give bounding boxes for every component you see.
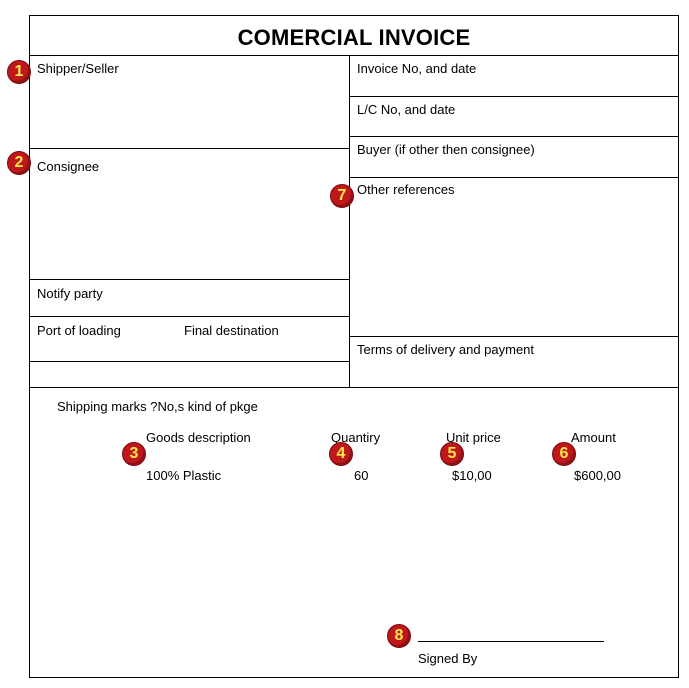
divider-vertical (349, 55, 350, 387)
badge-7: 7 (330, 184, 354, 208)
shipping-marks-label: Shipping marks ?No,s kind of pkge (57, 399, 258, 414)
badge-8: 8 (387, 624, 411, 648)
divider-consignee (29, 279, 349, 280)
badge-5: 5 (440, 442, 464, 466)
divider-shipper (29, 148, 349, 149)
goods-description-value: 100% Plastic (146, 468, 222, 483)
divider-lc (349, 136, 679, 137)
consignee-label: Consignee (37, 159, 100, 174)
badge-1-number: 1 (14, 63, 24, 80)
page-title: COMERCIAL INVOICE (237, 25, 471, 50)
divider-port (29, 361, 349, 362)
invoice-no-label: Invoice No, and date (357, 61, 477, 76)
unit-price-header: Unit price (446, 430, 501, 445)
signature-line (418, 641, 604, 642)
buyer-label: Buyer (if other then consignee) (357, 142, 535, 157)
final-destination-label: Final destination (184, 323, 279, 338)
divider-buyer (349, 177, 679, 178)
shipper-label: Shipper/Seller (37, 61, 119, 76)
other-references-label: Other references (357, 182, 455, 197)
badge-4-number: 4 (336, 445, 346, 462)
divider-invoice (349, 96, 679, 97)
badge-2-number: 2 (14, 154, 24, 171)
lc-no-label: L/C No, and date (357, 102, 456, 117)
quantity-header: Quantiry (331, 430, 381, 445)
badge-2: 2 (7, 151, 31, 175)
terms-label: Terms of delivery and payment (357, 342, 535, 357)
badge-6-number: 6 (559, 445, 569, 462)
port-of-loading-label: Port of loading (37, 323, 121, 338)
divider-other-refs (349, 336, 679, 337)
badge-4: 4 (329, 442, 353, 466)
badge-3-number: 3 (129, 445, 139, 462)
quantity-value: 60 (354, 468, 369, 483)
unit-price-value: $10,00 (452, 468, 492, 483)
badge-8-number: 8 (394, 627, 404, 644)
invoice-form (29, 15, 679, 678)
badge-1: 1 (7, 60, 31, 84)
amount-value: $600,00 (574, 468, 621, 483)
goods-description-header: Goods description (146, 430, 251, 445)
divider-goods (29, 387, 679, 388)
divider-notify (29, 316, 349, 317)
badge-5-number: 5 (447, 445, 457, 462)
amount-header: Amount (571, 430, 616, 445)
signed-by-label: Signed By (418, 651, 478, 666)
badge-6: 6 (552, 442, 576, 466)
badge-7-number: 7 (337, 187, 347, 204)
divider-title (29, 55, 679, 56)
notify-party-label: Notify party (37, 286, 103, 301)
badge-3: 3 (122, 442, 146, 466)
